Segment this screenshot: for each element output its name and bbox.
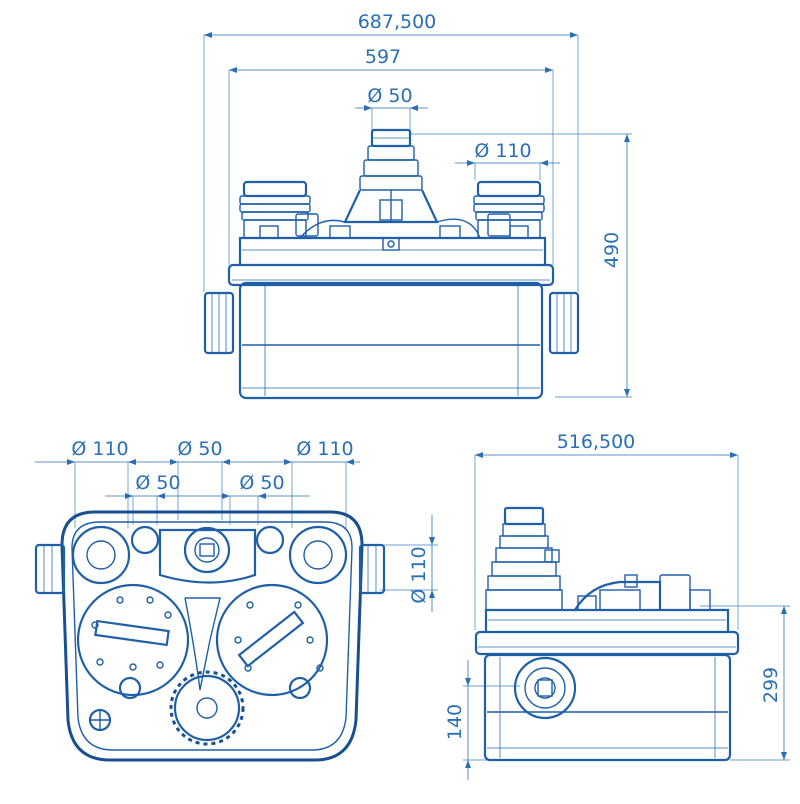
dim-right-small: Ø 50 [239,472,284,494]
lid-rim [227,263,555,287]
left-side-port [203,291,235,355]
right-inlet-stack [473,180,545,239]
dim-body-width: 597 [365,46,401,68]
left-inlet-circle [71,525,131,585]
left-motor-port [118,676,142,700]
dim-upper-height: 299 [760,667,782,703]
dim-center-inlet: Ø 50 [177,438,222,460]
center-vent-housing [158,528,257,584]
side-vent-stack [485,506,563,611]
top-view: Ø 110 Ø 50 Ø 110 Ø 50 Ø 50 Ø 110 [34,438,438,762]
right-chamber [215,583,329,697]
right-port [358,543,386,595]
left-chamber [76,583,190,697]
front-view: 687,500 597 Ø 50 Ø 110 490 [203,11,632,400]
tank-body [238,281,544,400]
right-bar [237,610,305,668]
dim-height: 490 [601,232,623,268]
right-small-inlet [255,525,285,555]
left-port [34,543,66,595]
side-lid-rim [474,630,740,656]
left-small-inlet [130,525,160,555]
pump-gear [173,674,241,742]
right-inlet-circle [288,525,348,585]
side-lid [484,608,730,632]
dim-lower-height: 140 [444,704,466,740]
center-vent-stack [343,128,439,224]
dim-side-port: Ø 110 [408,546,430,603]
left-inlet-stack [239,180,311,239]
dim-right-inlet: Ø 110 [296,438,353,460]
dim-depth: 516,500 [557,431,636,453]
center-vent [183,526,231,574]
dim-left-inlet: Ø 110 [71,438,128,460]
dim-overall-width: 687,500 [358,11,437,33]
right-motor-port [288,676,312,700]
side-port [513,656,577,720]
housing-outline [60,510,364,762]
right-side-port [548,291,580,355]
dim-top-inlet: Ø 50 [367,85,412,107]
dim-side-inlet: Ø 110 [474,140,531,162]
dim-left-small: Ø 50 [135,472,180,494]
left-bar [94,619,170,647]
side-view: 516,500 299 140 [444,431,790,780]
side-fitting [574,580,662,611]
